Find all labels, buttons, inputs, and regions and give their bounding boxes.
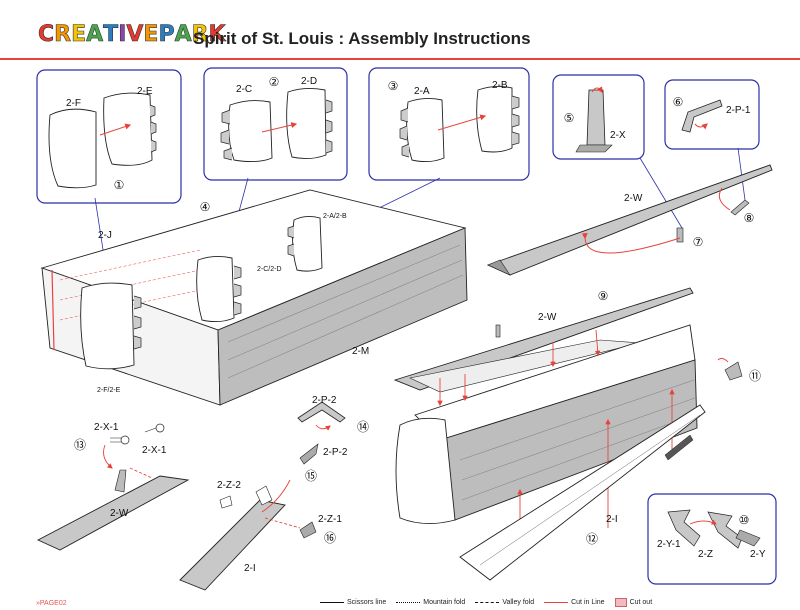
step-4-marker: ④ bbox=[200, 200, 211, 214]
assembly-diagram: 2-F 2-E ① 2-C 2-D ② 2-A 2-B ③ 2-X ⑤ bbox=[36, 67, 777, 591]
label-2-M: 2-M bbox=[352, 346, 369, 357]
legend-cutout: Cut out bbox=[614, 598, 652, 607]
logo-letter: A bbox=[86, 22, 104, 48]
step-12-belly: 2-I ⑪ ⑫ bbox=[459, 357, 761, 581]
label-2-P-2-b: 2-P-2 bbox=[323, 447, 348, 458]
panel-step-5: 2-X ⑤ bbox=[552, 74, 645, 160]
panel-step-10: 2-Y-1 2-Z 2-Y ⑩ bbox=[647, 493, 777, 585]
label-2-Z-1: 2-Z-1 bbox=[318, 514, 342, 525]
label-2-Y-1: 2-Y-1 bbox=[657, 539, 681, 550]
label-2-J: 2-J bbox=[98, 230, 112, 241]
label-2-P-2-a: 2-P-2 bbox=[312, 395, 337, 406]
step-3-marker: ③ bbox=[388, 79, 399, 93]
logo-letter: T bbox=[103, 22, 119, 48]
page-title: Spirit of St. Louis : Assembly Instructi… bbox=[193, 29, 531, 48]
legend-cut: Cut in Line bbox=[544, 599, 605, 606]
step-15-marker: ⑮ bbox=[305, 469, 317, 483]
label-2-W-b: 2-W bbox=[538, 312, 557, 323]
panel-step-6: 2-P-1 ⑥ bbox=[664, 79, 760, 150]
step-7-wing: 2-W ⑦ ⑧ bbox=[486, 164, 773, 276]
label-2-C-2-D: 2-C/2-D bbox=[257, 266, 282, 273]
step-11-marker: ⑪ bbox=[749, 369, 761, 383]
label-2-F: 2-F bbox=[66, 98, 81, 109]
label-2-B: 2-B bbox=[492, 80, 508, 91]
step-9-assembly: 2-W ⑨ bbox=[393, 287, 698, 542]
label-2-X-1-a: 2-X-1 bbox=[94, 422, 119, 433]
label-2-Z-2: 2-Z-2 bbox=[217, 480, 241, 491]
label-2-W-c: 2-W bbox=[110, 508, 129, 519]
step-14-part: 2-P-2 ⑭ bbox=[297, 395, 369, 434]
panel-step-1: 2-F 2-E ① bbox=[36, 69, 182, 204]
step-4-fuselage: 2-J 2-A/2-B 2-C/2-D 2-F/2-E 2-M ④ bbox=[40, 189, 468, 406]
step-5-marker: ⑤ bbox=[564, 111, 575, 125]
step-7-marker: ⑦ bbox=[693, 235, 704, 249]
label-2-C: 2-C bbox=[236, 84, 252, 95]
label-2-A-2-B: 2-A/2-B bbox=[323, 213, 347, 220]
step-1-marker: ① bbox=[114, 178, 125, 192]
logo-letter: K bbox=[208, 22, 226, 48]
logo-letter: A bbox=[174, 22, 192, 48]
logo-letter: E bbox=[143, 22, 159, 48]
chevron-icon: » bbox=[36, 600, 40, 607]
label-2-E: 2-E bbox=[137, 86, 153, 97]
label-2-Z: 2-Z bbox=[698, 549, 713, 560]
label-2-F-2-E: 2-F/2-E bbox=[97, 387, 121, 394]
step-16-marker: ⑯ bbox=[324, 531, 336, 545]
step-8-marker: ⑧ bbox=[744, 211, 755, 225]
step-9-marker: ⑨ bbox=[598, 289, 609, 303]
step-6-marker: ⑥ bbox=[673, 95, 684, 109]
label-2-D: 2-D bbox=[301, 76, 317, 87]
label-2-A: 2-A bbox=[414, 86, 430, 97]
logo-letter: I bbox=[118, 22, 127, 48]
label-2-Y: 2-Y bbox=[750, 549, 766, 560]
step-13-wing-part: 2-X-1 2-X-1 2-W ⑬ bbox=[36, 422, 190, 551]
creative-park-logo: CREATIVE PARK bbox=[38, 22, 226, 48]
line-legend: Scissors line Mountain fold Valley fold … bbox=[320, 598, 652, 607]
legend-valley: Valley fold bbox=[475, 599, 534, 606]
part-2-E bbox=[103, 92, 153, 166]
part-2-F bbox=[48, 108, 97, 189]
step-15-16-part: 2-P-2 2-Z-2 2-Z-1 2-I ⑮ ⑯ bbox=[179, 443, 348, 591]
label-2-W-a: 2-W bbox=[624, 193, 643, 204]
page-number: »PAGE02 bbox=[36, 600, 67, 607]
logo-letter: P bbox=[158, 22, 175, 48]
panel-step-3: 2-A 2-B ③ bbox=[368, 67, 530, 181]
label-2-I-b: 2-I bbox=[606, 514, 618, 525]
logo-letter: E bbox=[71, 22, 87, 48]
legend-mountain: Mountain fold bbox=[396, 599, 465, 606]
step-14-marker: ⑭ bbox=[357, 420, 369, 434]
logo-letter: C bbox=[38, 22, 55, 48]
step-10-marker: ⑩ bbox=[739, 513, 750, 527]
logo-letter: V bbox=[126, 22, 144, 48]
label-2-I-a: 2-I bbox=[244, 563, 256, 574]
legend-scissors: Scissors line bbox=[320, 599, 386, 606]
step-13-marker: ⑬ bbox=[74, 438, 86, 452]
header-rule bbox=[0, 58, 800, 60]
arrow bbox=[99, 123, 132, 136]
logo-letter: R bbox=[191, 22, 209, 48]
logo-letter: R bbox=[54, 22, 72, 48]
step-2-marker: ② bbox=[269, 75, 280, 89]
panel-step-2: 2-C 2-D ② bbox=[203, 67, 348, 181]
label-2-X-1-b: 2-X-1 bbox=[142, 445, 167, 456]
step-12-marker: ⑫ bbox=[586, 532, 598, 546]
page-header: CREATIVE PARK Spirit of St. Louis : Asse… bbox=[0, 0, 800, 62]
label-2-P-1: 2-P-1 bbox=[726, 105, 751, 116]
label-2-X: 2-X bbox=[610, 130, 626, 141]
